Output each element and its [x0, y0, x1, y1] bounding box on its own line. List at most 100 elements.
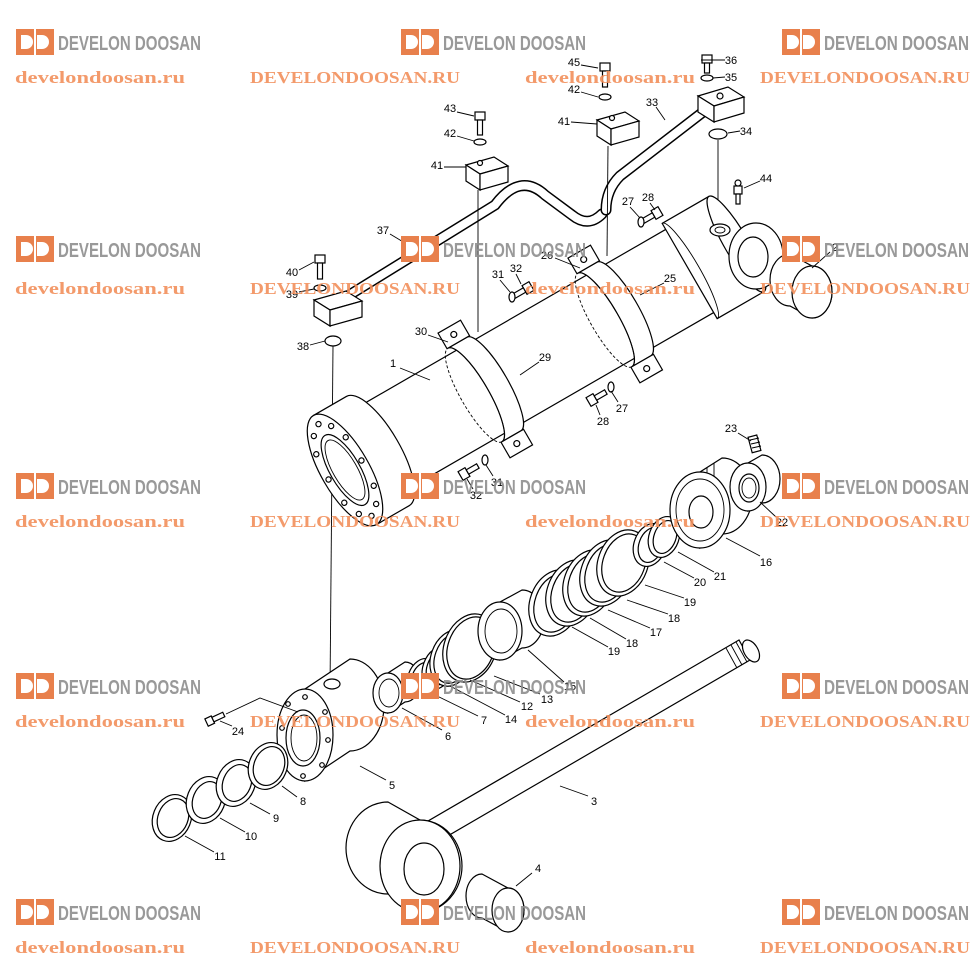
- develon-logo-icon: [782, 236, 820, 262]
- callout-40: 40: [286, 267, 298, 279]
- develon-logo-icon: [401, 473, 439, 499]
- watermark-url: develondoosan.ru: [15, 712, 185, 731]
- callout-21: 21: [714, 571, 726, 583]
- watermark-logo-text: DEVELON DOOSAN: [443, 240, 586, 262]
- watermark-logo-text: DEVELON DOOSAN: [824, 240, 969, 262]
- part-31-washer-upper: [508, 291, 516, 303]
- part-8-ring: [247, 742, 289, 790]
- part-28-bolt-lower: [585, 389, 608, 408]
- callout-6: 6: [445, 731, 451, 743]
- callout-27: 27: [622, 196, 634, 208]
- watermark-url: develondoosan.ru: [15, 512, 185, 531]
- develon-logo-icon: [782, 29, 820, 55]
- part-2-bushing: [769, 253, 833, 319]
- callout-37: 37: [377, 225, 389, 237]
- callout-34: 34: [740, 126, 752, 138]
- part-9-ring: [215, 759, 257, 807]
- callout-20: 20: [694, 577, 706, 589]
- callout-17: 17: [650, 627, 662, 639]
- part-32-bolt-lower: [457, 463, 480, 482]
- part-41-clamp-lower: [464, 156, 510, 192]
- watermark-url: develondoosan.ru: [15, 279, 185, 298]
- part-42-washer-lower: [473, 138, 487, 146]
- watermark-logo-text: DEVELON DOOSAN: [443, 477, 586, 499]
- part-45-bolt: [599, 62, 611, 88]
- part-39-block: [312, 290, 364, 328]
- watermark-url: DEVELONDOOSAN.RU: [250, 279, 460, 298]
- watermark-url: DEVELONDOOSAN.RU: [250, 512, 460, 531]
- callout-3: 3: [591, 796, 597, 808]
- callout-41: 41: [558, 116, 570, 128]
- watermark-logo-text: DEVELON DOOSAN: [443, 33, 586, 55]
- callout-28: 28: [597, 416, 609, 428]
- watermark-logo-text: DEVELON DOOSAN: [58, 903, 201, 925]
- develon-logo-icon: [16, 673, 54, 699]
- watermark-url: develondoosan.ru: [525, 938, 695, 957]
- callout-18: 18: [668, 613, 680, 625]
- part-10-ring: [185, 776, 227, 824]
- watermark-logo-text: DEVELON DOOSAN: [443, 903, 586, 925]
- part-41-clamp-upper: [595, 111, 641, 147]
- callout-2: 2: [832, 242, 838, 254]
- part-35-block: [696, 86, 746, 124]
- develon-logo-icon: [782, 673, 820, 699]
- callout-44: 44: [760, 173, 772, 185]
- watermark-url: DEVELONDOOSAN.RU: [760, 512, 970, 531]
- watermark-url: DEVELONDOOSAN.RU: [760, 712, 970, 731]
- callout-10: 10: [245, 831, 257, 843]
- develon-logo-icon: [782, 473, 820, 499]
- callout-1: 1: [390, 358, 396, 370]
- callout-41: 41: [431, 160, 443, 172]
- callout-9: 9: [273, 813, 279, 825]
- part-29-band: [437, 319, 534, 459]
- flange-bolt-holes: [310, 420, 380, 520]
- callout-11: 11: [214, 851, 225, 863]
- part-5-rod-head: [276, 658, 385, 783]
- part-37-pipe: [332, 180, 608, 308]
- callout-13: 13: [541, 694, 553, 706]
- callout-32: 32: [510, 263, 522, 275]
- callout-14: 14: [505, 714, 517, 726]
- part-4-bushing: [465, 873, 525, 933]
- callout-28: 28: [642, 192, 654, 204]
- callout-36: 36: [725, 55, 737, 67]
- develon-logo-icon: [16, 899, 54, 925]
- watermark-url: develondoosan.ru: [525, 512, 695, 531]
- callout-43: 43: [444, 103, 456, 115]
- callout-45: 45: [568, 57, 580, 69]
- watermark-logo-text: DEVELON DOOSAN: [58, 677, 201, 699]
- callout-31: 31: [492, 269, 504, 281]
- leader-lines: [184, 59, 831, 887]
- callout-31: 31: [491, 477, 503, 489]
- watermark-logo-text: DEVELON DOOSAN: [824, 33, 969, 55]
- callout-4: 4: [535, 863, 541, 875]
- watermark-logo-text: DEVELON DOOSAN: [443, 677, 586, 699]
- part-35-washer: [700, 74, 714, 82]
- watermark-url: DEVELONDOOSAN.RU: [250, 938, 460, 957]
- watermark-url: DEVELONDOOSAN.RU: [760, 279, 970, 298]
- part-43-bolt: [474, 111, 486, 136]
- part-31-washer-lower: [481, 454, 489, 466]
- callout-27: 27: [616, 403, 628, 415]
- callout-26: 26: [541, 250, 553, 262]
- callout-5: 5: [389, 780, 395, 792]
- callout-39: 39: [286, 289, 298, 301]
- rear-eye: [709, 222, 784, 290]
- part-11-ring: [151, 794, 193, 842]
- part-22-nut: [729, 454, 781, 513]
- watermark-url: DEVELONDOOSAN.RU: [250, 68, 460, 87]
- watermark-logo-text: DEVELON DOOSAN: [824, 903, 969, 925]
- watermark-url: DEVELONDOOSAN.RU: [250, 712, 460, 731]
- watermark-url: DEVELONDOOSAN.RU: [760, 938, 970, 957]
- part-25-band: [567, 244, 664, 384]
- callout-7: 7: [481, 715, 487, 727]
- part-38-oring: [324, 335, 342, 347]
- watermark-url: develondoosan.ru: [525, 712, 695, 731]
- watermark-url: DEVELONDOOSAN.RU: [760, 68, 970, 87]
- develon-logo-icon: [782, 899, 820, 925]
- part-27-washer-lower: [607, 381, 615, 393]
- watermark-logo-text: DEVELON DOOSAN: [824, 677, 969, 699]
- part-23-set-screw: [747, 434, 762, 454]
- callout-19: 19: [684, 597, 696, 609]
